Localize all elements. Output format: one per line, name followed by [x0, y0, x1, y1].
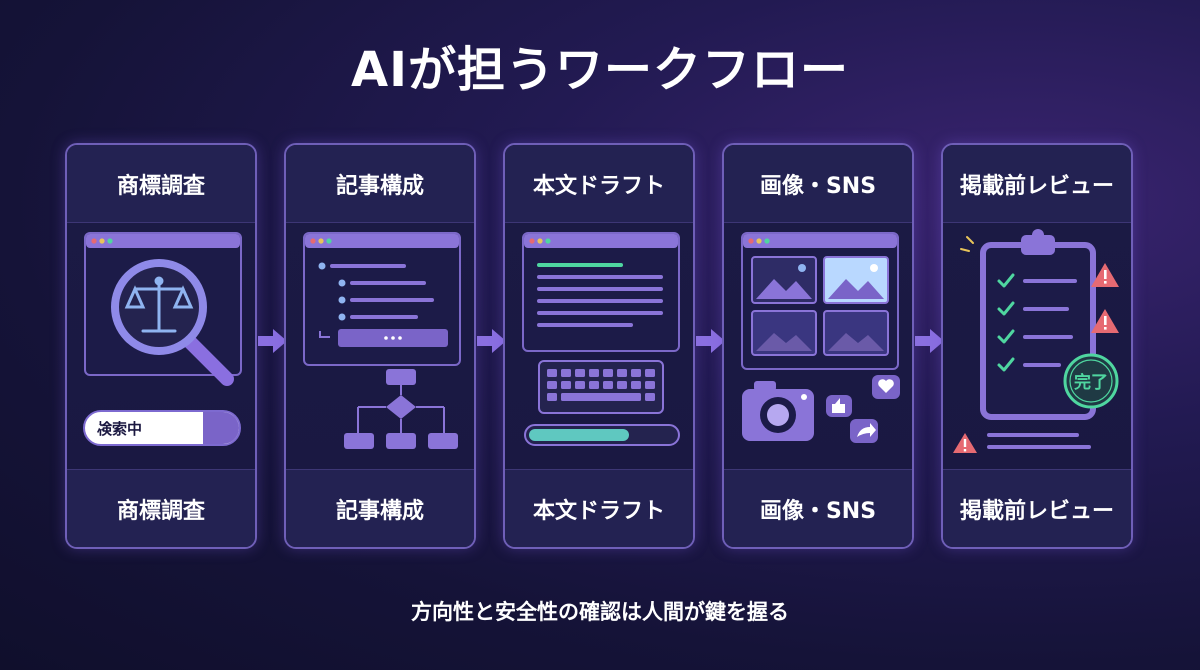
- step-title: 本文ドラフト: [505, 145, 693, 223]
- step-label: 本文ドラフト: [505, 469, 693, 547]
- scales-icon: [124, 276, 194, 333]
- step-illustration: [505, 223, 693, 469]
- checklist-illustration: 完了: [953, 229, 1119, 453]
- arrow-right-icon: [696, 329, 725, 353]
- image-icon: [751, 256, 817, 304]
- complete-badge-text: 完了: [1074, 372, 1108, 393]
- search-icon[interactable]: [85, 412, 239, 444]
- step-title: 掲載前レビュー: [943, 145, 1131, 223]
- gallery-social-illustration: [741, 232, 900, 443]
- arrow-right-icon: [477, 329, 506, 353]
- step-label: 画像・SNS: [724, 469, 912, 547]
- warning-icon: [1091, 309, 1119, 333]
- search-status: 検索中: [97, 419, 143, 438]
- arrow-right-icon: [258, 329, 287, 353]
- search-field[interactable]: 検索中: [83, 410, 241, 446]
- step-label: 掲載前レビュー: [943, 469, 1131, 547]
- page-title: AIが担うワークフロー: [350, 42, 849, 98]
- image-icon: [751, 310, 817, 356]
- step-title: 記事構成: [286, 145, 474, 223]
- flowchart-icon: [344, 369, 458, 449]
- step-illustration: [286, 223, 474, 469]
- editor-keyboard-illustration: [522, 232, 680, 446]
- arrow-right-icon: [915, 329, 944, 353]
- step-card-structure: 記事構成: [284, 143, 476, 549]
- camera-icon: [742, 381, 814, 441]
- heart-icon: [872, 375, 900, 399]
- browser-magnifier-illustration: [84, 232, 242, 386]
- thumbs-up-icon: [826, 395, 852, 417]
- keyboard-icon: [538, 360, 664, 414]
- step-title: 画像・SNS: [724, 145, 912, 223]
- share-icon: [850, 419, 878, 443]
- complete-badge: 完了: [1063, 353, 1119, 409]
- step-card-images-sns: 画像・SNS: [722, 143, 914, 549]
- step-illustration: 完了: [943, 223, 1131, 469]
- step-card-draft: 本文ドラフト: [503, 143, 695, 549]
- progress-bar: [524, 424, 680, 446]
- step-title: 商標調査: [67, 145, 255, 223]
- magnifier-icon: [111, 259, 234, 386]
- image-icon: [823, 256, 889, 304]
- step-illustration: 検索中: [67, 223, 255, 469]
- footer-caption: 方向性と安全性の確認は人間が鍵を握る: [411, 600, 789, 624]
- warning-icon: [1091, 263, 1119, 287]
- step-card-review: 掲載前レビュー: [941, 143, 1133, 549]
- step-card-trademark: 商標調査 検索中: [65, 143, 257, 549]
- step-label: 商標調査: [67, 469, 255, 547]
- warning-icon: [953, 433, 977, 453]
- checkmark-icon: [997, 273, 1015, 372]
- step-label: 記事構成: [286, 469, 474, 547]
- outline-flowchart-illustration: [303, 232, 461, 449]
- step-illustration: [724, 223, 912, 469]
- image-icon: [823, 310, 889, 356]
